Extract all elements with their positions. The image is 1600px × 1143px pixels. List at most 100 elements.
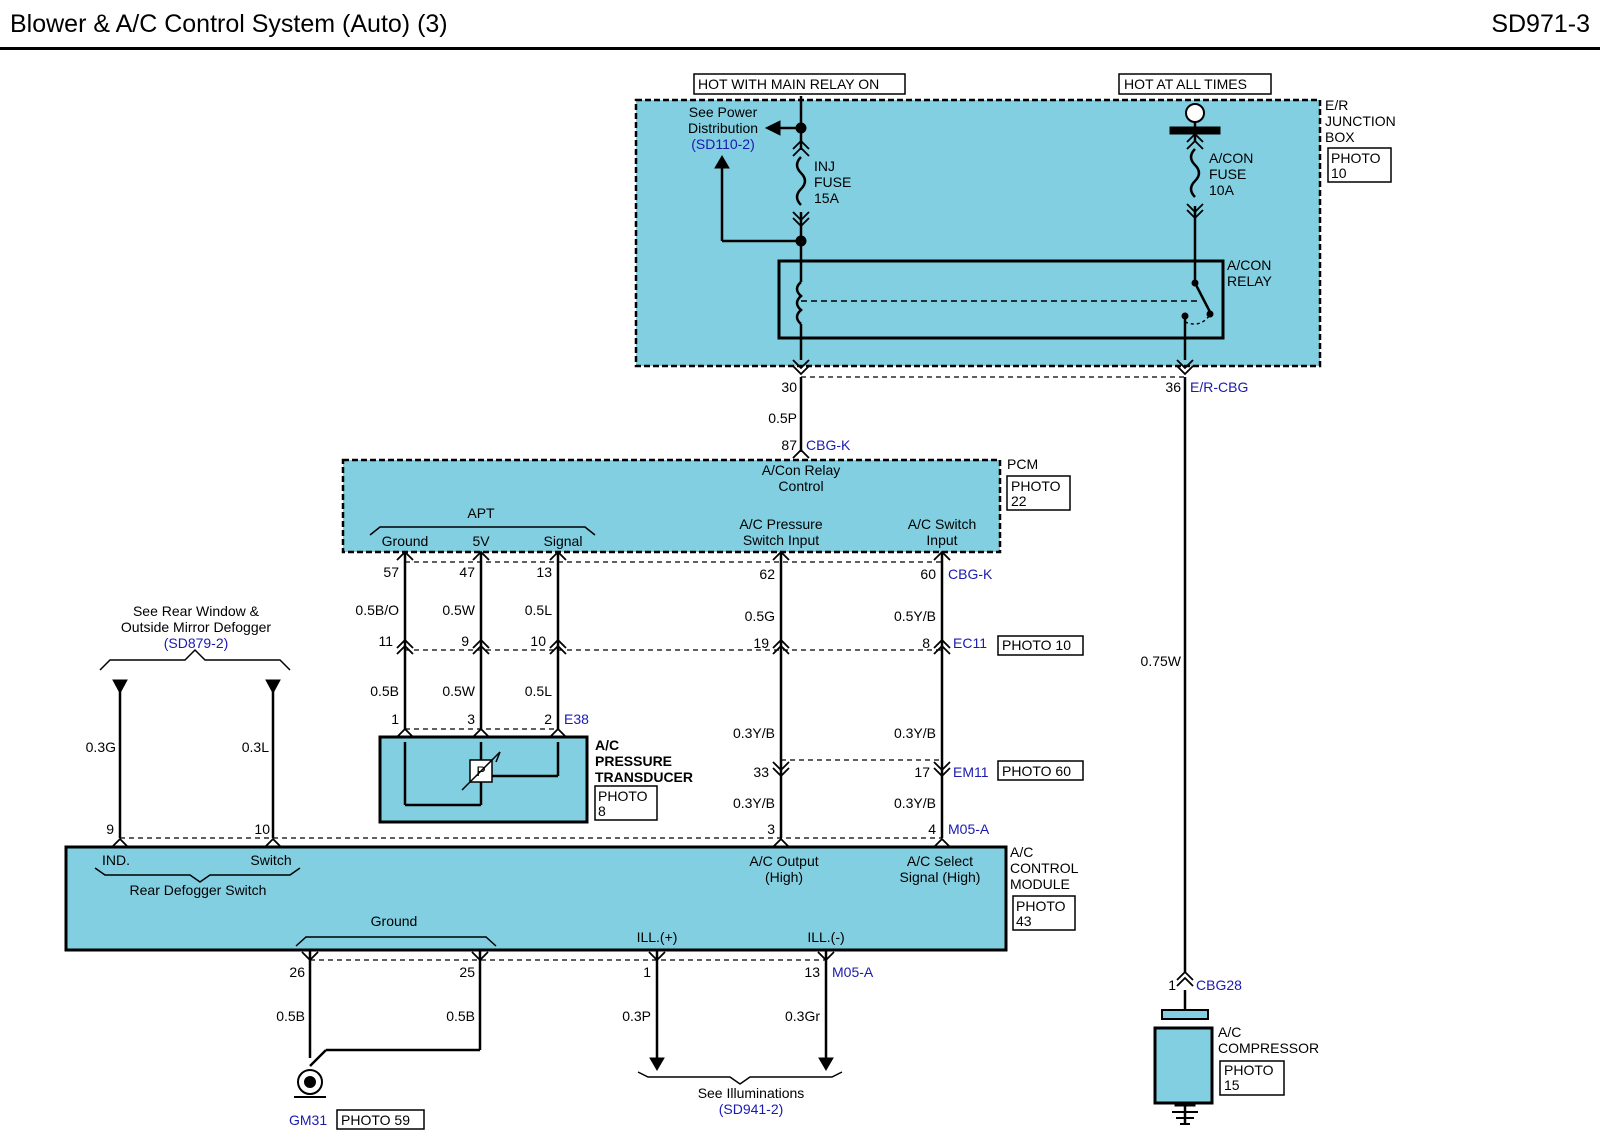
ac-switch-input-line1: A/C Switch (908, 516, 976, 532)
pin-47: 47 (459, 564, 475, 580)
wire-03yb-b: 0.3Y/B (894, 725, 936, 741)
wire-03yb-d: 0.3Y/B (894, 795, 936, 811)
er-junction-box (634, 98, 1322, 368)
wire-05w-a: 0.5W (442, 602, 475, 618)
wire-03l: 0.3L (242, 739, 269, 755)
acon-fuse-line1: A/CON (1209, 150, 1253, 166)
see-power-line2: Distribution (688, 120, 758, 136)
hot-all-times-label: HOT AT ALL TIMES (1124, 76, 1247, 92)
pin-10b: 10 (254, 821, 270, 837)
ac-output-line2: (High) (765, 869, 803, 885)
m05a-bottom: M05-A (832, 964, 874, 980)
wire-05bo: 0.5B/O (355, 602, 399, 618)
wire-05l-a: 0.5L (525, 602, 552, 618)
apt-ground: Ground (382, 533, 429, 549)
pin-25: 25 (459, 964, 475, 980)
transducer-photo-line2: 8 (598, 803, 606, 819)
ac-pressure-switch-input-line1: A/C Pressure (739, 516, 822, 532)
pin-3b: 3 (767, 821, 775, 837)
acon-fuse-line2: FUSE (1209, 166, 1246, 182)
wire-05p: 0.5P (768, 410, 797, 426)
page-header: Blower & A/C Control System (Auto) (3) S… (0, 0, 1600, 50)
er-photo-line2: 10 (1331, 165, 1347, 181)
hot-all-times-terminal (1185, 103, 1205, 123)
cbg-k-top: CBG-K (806, 437, 851, 453)
see-power-line1: See Power (689, 104, 758, 120)
pin-62: 62 (759, 566, 775, 582)
pcm-label: PCM (1007, 456, 1038, 472)
pin-13b: 13 (804, 964, 820, 980)
ind-label: IND. (102, 852, 130, 868)
see-power-ref[interactable]: (SD110-2) (691, 136, 755, 152)
ac-switch-input-line2: Input (926, 532, 957, 548)
pin-9a: 9 (461, 633, 469, 649)
pin-3a: 3 (467, 711, 475, 727)
acon-fuse-line3: 10A (1209, 182, 1235, 198)
wire-05l-b: 0.5L (525, 683, 552, 699)
ac-select-line1: A/C Select (907, 853, 973, 869)
ground-gm31-icon (297, 1069, 323, 1095)
page-title: Blower & A/C Control System (Auto) (3) (10, 10, 448, 38)
p-symbol: P (476, 763, 485, 779)
wire-05b-b: 0.5B (276, 1008, 305, 1024)
acon-relay-control-line2: Control (778, 478, 823, 494)
acon-relay-line2: RELAY (1227, 273, 1273, 289)
pin-13: 13 (536, 564, 552, 580)
wire-03yb-a: 0.3Y/B (733, 725, 775, 741)
acm-photo-line1: PHOTO (1016, 898, 1066, 914)
wire-03gr: 0.3Gr (785, 1008, 820, 1024)
pin-87: 87 (781, 437, 797, 453)
er-junction-line2: JUNCTION (1325, 113, 1396, 129)
wire-03yb-c: 0.3Y/B (733, 795, 775, 811)
m05a-top: M05-A (948, 821, 990, 837)
transducer-line1: A/C (595, 737, 619, 753)
hot-main-relay-label: HOT WITH MAIN RELAY ON (698, 76, 879, 92)
er-junction-line1: E/R (1325, 97, 1348, 113)
inj-fuse-line1: INJ (814, 158, 835, 174)
em11-photo: PHOTO 60 (1002, 763, 1071, 779)
wire-05w-b: 0.5W (442, 683, 475, 699)
pcm-photo-line2: 22 (1011, 493, 1027, 509)
see-rear-window-line1: See Rear Window & (133, 603, 260, 619)
acm-line3: MODULE (1010, 876, 1070, 892)
pcm-box (341, 458, 1002, 554)
pin-17: 17 (914, 764, 930, 780)
gm31-ground: GM31 (289, 1112, 327, 1128)
see-illuminations-ref[interactable]: (SD941-2) (719, 1101, 784, 1117)
pin-10a: 10 (530, 633, 546, 649)
pin-33: 33 (753, 764, 769, 780)
acm-photo-line2: 43 (1016, 913, 1032, 929)
ac-select-line2: Signal (High) (900, 869, 981, 885)
apt-signal: Signal (544, 533, 583, 549)
transducer-line2: PRESSURE (595, 753, 672, 769)
pin-30: 30 (781, 379, 797, 395)
cbg-k-mid: CBG-K (948, 566, 993, 582)
ill-minus-label: ILL.(-) (807, 929, 844, 945)
compressor-body (1153, 1026, 1214, 1105)
pin-11: 11 (378, 633, 393, 649)
ac-control-module-box (64, 845, 1008, 952)
pin-60: 60 (920, 566, 936, 582)
inj-fuse-line3: 15A (814, 190, 840, 206)
ec11-connector: EC11 (953, 635, 987, 651)
cbg28-connector: CBG28 (1196, 977, 1242, 993)
wire-03p: 0.3P (622, 1008, 651, 1024)
pin-9b: 9 (106, 821, 114, 837)
wire-05yb: 0.5Y/B (894, 608, 936, 624)
er-cbg-connector: E/R-CBG (1190, 379, 1248, 395)
rear-defogger-switch: Rear Defogger Switch (130, 882, 267, 898)
pin-26: 26 (289, 964, 305, 980)
compressor-line1: A/C (1218, 1024, 1241, 1040)
pcm-photo-line1: PHOTO (1011, 478, 1061, 494)
pin-36: 36 (1165, 379, 1181, 395)
pin-1c: 1 (1168, 977, 1176, 993)
wire-05g: 0.5G (745, 608, 775, 624)
acon-relay-box (777, 259, 1225, 340)
apt-label: APT (467, 505, 495, 521)
wire-03g: 0.3G (86, 739, 116, 755)
wire-05b-a: 0.5B (370, 683, 399, 699)
compressor-line2: COMPRESSOR (1218, 1040, 1319, 1056)
see-rear-window-ref[interactable]: (SD879-2) (164, 635, 229, 651)
ground-label: Ground (371, 913, 418, 929)
e38-connector: E38 (564, 711, 589, 727)
